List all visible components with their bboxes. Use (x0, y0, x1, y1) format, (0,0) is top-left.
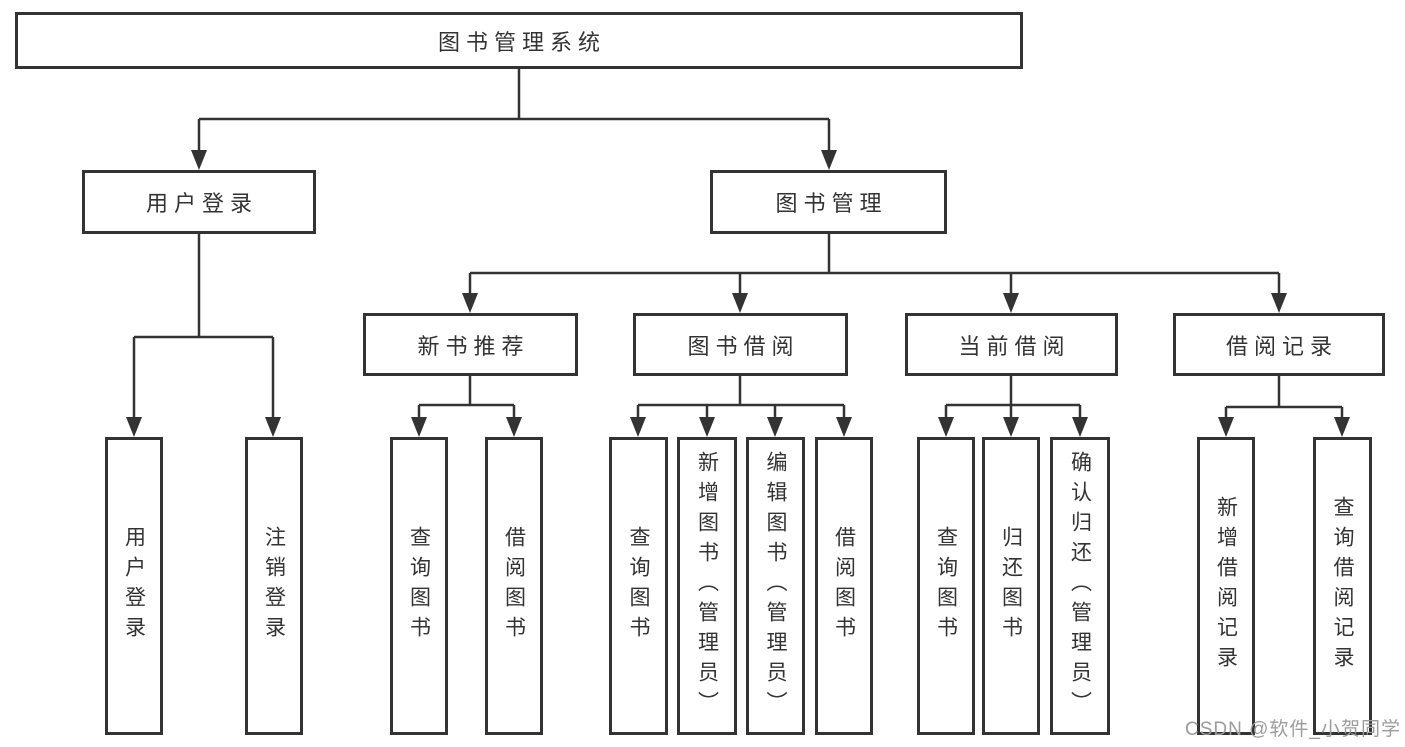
arrowhead-icon (126, 150, 1350, 437)
leaf-user-login: 用户登录 (105, 437, 163, 735)
leaf-query-borrow-record: 查询借阅记录 (1313, 437, 1372, 735)
leaf-add-book-admin-label: 新增图书（管理员） (695, 451, 719, 721)
node-library-system: 图书管理系统 (15, 12, 1023, 69)
leaf-edit-book-admin: 编辑图书（管理员） (746, 437, 805, 735)
node-current-borrow-label: 当前借阅 (958, 333, 1071, 359)
node-borrow-records-label: 借阅记录 (1225, 333, 1338, 359)
node-book-borrow-label: 图书借阅 (687, 333, 800, 359)
leaf-query-books-current: 查询图书 (917, 437, 975, 735)
node-library-system-label: 图书管理系统 (437, 29, 606, 55)
node-current-borrow: 当前借阅 (905, 313, 1118, 376)
leaf-confirm-return-admin-label: 确认归还（管理员） (1068, 451, 1092, 721)
leaf-query-books-recommend: 查询图书 (390, 437, 448, 735)
leaf-add-borrow-record: 新增借阅记录 (1197, 437, 1255, 735)
leaf-borrow-books: 借阅图书 (815, 437, 873, 735)
leaf-confirm-return-admin: 确认归还（管理员） (1050, 437, 1110, 735)
leaf-return-book: 归还图书 (982, 437, 1040, 735)
leaf-query-books-current-label: 查询图书 (934, 526, 958, 646)
node-new-book-recommend: 新书推荐 (363, 313, 578, 376)
leaf-query-books-borrow-label: 查询图书 (627, 526, 650, 646)
node-user-login-label: 用户登录 (145, 191, 258, 216)
leaf-query-borrow-record-label: 查询借阅记录 (1331, 496, 1354, 676)
leaf-borrow-books-recommend-label: 借阅图书 (502, 526, 526, 646)
leaf-logout: 注销登录 (245, 437, 303, 735)
leaf-query-books-borrow: 查询图书 (609, 437, 668, 735)
leaf-borrow-books-recommend: 借阅图书 (485, 437, 543, 735)
node-book-management: 图书管理 (710, 170, 947, 234)
connector-lines (132, 68, 1344, 423)
leaf-borrow-books-label: 借阅图书 (832, 526, 856, 646)
csdn-watermark: CSDN @软件_小贺同学 (1185, 719, 1401, 740)
node-book-borrow: 图书借阅 (633, 313, 848, 376)
leaf-add-borrow-record-label: 新增借阅记录 (1214, 496, 1238, 676)
node-borrow-records: 借阅记录 (1173, 313, 1385, 376)
leaf-edit-book-admin-label: 编辑图书（管理员） (764, 451, 787, 721)
node-book-management-label: 图书管理 (775, 191, 888, 216)
leaf-user-login-label: 用户登录 (122, 526, 146, 646)
leaf-return-book-label: 归还图书 (999, 526, 1023, 646)
node-user-login: 用户登录 (82, 170, 316, 234)
leaf-query-books-recommend-label: 查询图书 (407, 526, 431, 646)
leaf-logout-label: 注销登录 (262, 526, 286, 646)
leaf-add-book-admin: 新增图书（管理员） (677, 437, 737, 735)
node-new-book-recommend-label: 新书推荐 (417, 333, 530, 359)
